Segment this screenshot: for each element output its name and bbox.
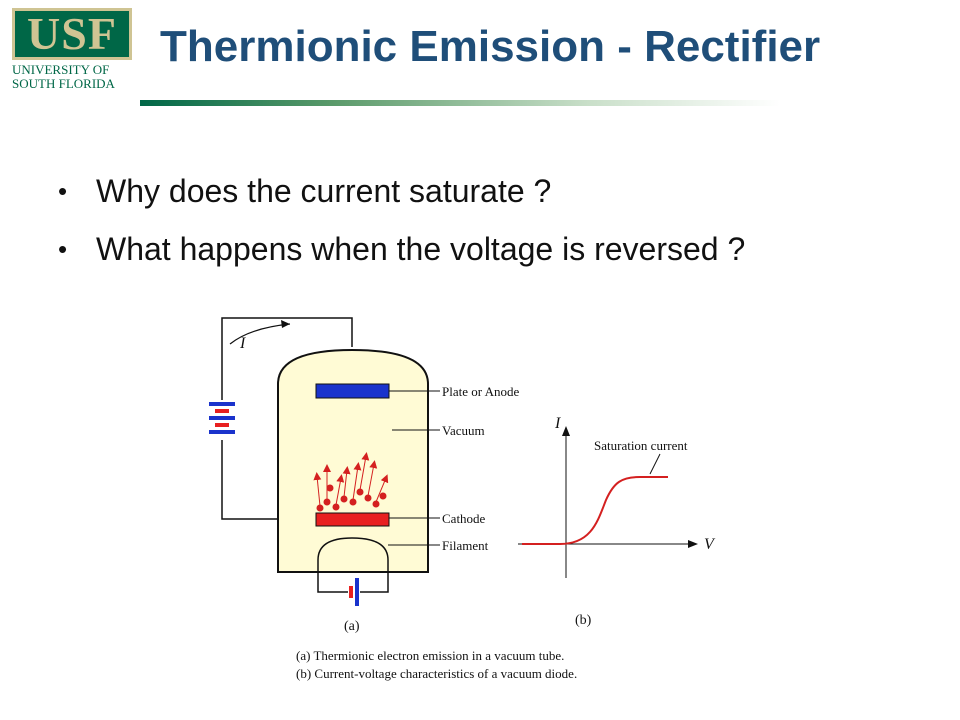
y-axis-label: I — [554, 415, 561, 432]
electron — [364, 494, 372, 502]
part-b-label: (b) — [575, 613, 592, 628]
bullet-dot: • — [58, 176, 68, 206]
bullet-list: • Why does the current saturate ? • What h… — [58, 162, 745, 278]
filament-wire — [317, 572, 389, 593]
label-filament: Filament — [442, 538, 489, 553]
electron — [349, 498, 357, 506]
title-underline — [140, 100, 780, 106]
electron — [372, 500, 380, 508]
plate-anode — [315, 383, 390, 399]
electron — [316, 504, 324, 512]
electron-path — [367, 460, 378, 497]
usf-logo: USF UNIVERSITY OF SOUTH FLORIDA — [12, 8, 138, 100]
label-vacuum: Vacuum — [442, 423, 485, 438]
current-symbol: I — [239, 335, 246, 352]
saturation-pointer — [649, 453, 661, 475]
cathode — [315, 512, 390, 527]
x-axis-arrow-icon — [688, 540, 698, 548]
label-cathode: Cathode — [442, 511, 486, 526]
x-axis-label: V — [704, 536, 716, 553]
electron — [323, 498, 331, 506]
iv-curve — [522, 476, 668, 545]
electron — [340, 495, 348, 503]
bullet-text: What happens when the voltage is reverse… — [96, 231, 746, 267]
electron-path — [359, 452, 370, 491]
current-arrowhead-icon — [281, 320, 290, 328]
electron — [326, 484, 334, 492]
bullet-item: • Why does the current saturate ? — [58, 162, 745, 220]
usf-logo-text: USF — [27, 8, 117, 59]
electron-emission — [313, 452, 389, 512]
saturation-label: Saturation current — [594, 438, 688, 453]
caption-b: (b) Current-voltage characteristics of a… — [296, 666, 577, 681]
current-arrow-icon — [229, 323, 291, 345]
bullet-item: • What happens when the voltage is revers… — [58, 220, 745, 278]
usf-logo-mark: USF — [12, 8, 132, 60]
usf-logo-subtitle: UNIVERSITY OF SOUTH FLORIDA — [12, 63, 138, 91]
filament-battery-icon — [349, 578, 359, 606]
usf-logo-line1: UNIVERSITY OF — [12, 62, 110, 77]
electron-path — [342, 466, 351, 498]
electron-path — [335, 474, 345, 506]
usf-logo-line2: SOUTH FLORIDA — [12, 76, 115, 91]
bullet-text: Why does the current saturate ? — [96, 173, 552, 209]
bullet-dot: • — [58, 234, 68, 264]
circuit-wire — [221, 317, 353, 400]
electron — [379, 492, 387, 500]
electron-path — [313, 472, 322, 507]
plate-battery-icon — [209, 402, 235, 434]
part-a-label: (a) — [344, 619, 360, 634]
label-plate: Plate or Anode — [442, 384, 519, 399]
electron-path — [352, 462, 362, 501]
electron — [332, 503, 340, 511]
caption-a: (a) Thermionic electron emission in a va… — [296, 648, 564, 663]
electron — [356, 488, 364, 496]
electron-path — [375, 474, 389, 503]
filament — [317, 537, 389, 572]
slide-title: Thermionic Emission - Rectifier — [160, 22, 821, 71]
y-axis-arrow-icon — [562, 426, 570, 436]
